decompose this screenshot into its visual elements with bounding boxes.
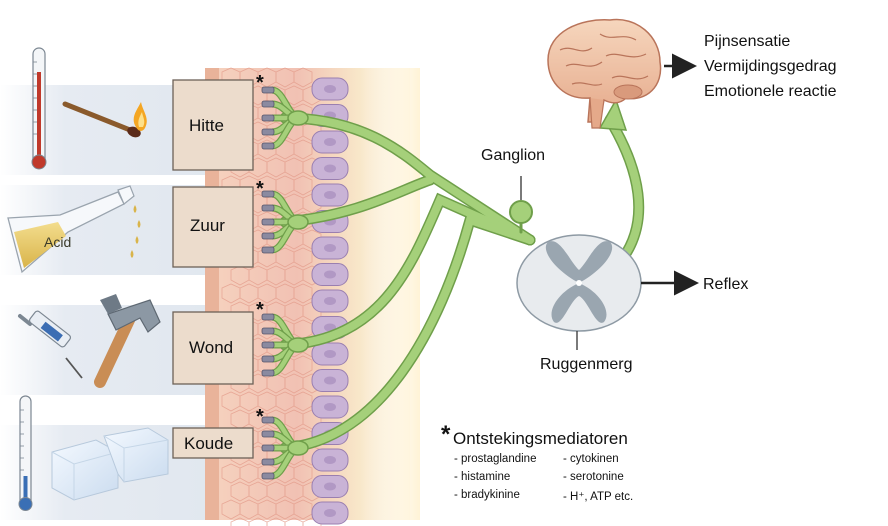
- brain-output-emotion: Emotionele reactie: [704, 83, 837, 100]
- nerve-ending: [261, 313, 309, 377]
- legend-title: Ontstekingsmediatoren: [453, 429, 628, 448]
- stimulus-label-wond: Wond: [189, 338, 234, 357]
- legend-item: - H⁺, ATP etc.: [563, 491, 634, 503]
- ice-cubes-icon: [51, 427, 169, 501]
- nerve-fibers: [279, 98, 645, 454]
- stim-box-koude: [172, 427, 254, 459]
- syringe-icon: [18, 310, 83, 379]
- mediator-star-hitte: *: [256, 72, 264, 94]
- thermometer-cold-icon: [18, 395, 33, 511]
- mediator-star-wond: *: [256, 299, 264, 321]
- stim-box-hitte: [172, 79, 254, 171]
- stimulus-label-hitte: Hitte: [189, 116, 224, 135]
- legend-item: - bradykinine: [454, 489, 520, 501]
- mediator-star-zuur: *: [256, 178, 264, 200]
- flask-label: Acid: [44, 234, 71, 250]
- thermometer-hot-icon: [31, 47, 47, 170]
- stimulus-label-zuur: Zuur: [190, 216, 225, 235]
- brain-output-pain: Pijnsensatie: [704, 33, 791, 50]
- reflex-label: Reflex: [703, 276, 749, 293]
- nerve-ending: [261, 86, 309, 150]
- stimulus-label-koude: Koude: [184, 434, 234, 453]
- ganglion-label: Ganglion: [481, 147, 546, 164]
- brain-output-avoidance: Vermijdingsgedrag: [704, 58, 837, 75]
- nerve-endings: [261, 86, 309, 480]
- ascending-arrowhead: [598, 98, 628, 131]
- spinal-cord-section: [516, 234, 642, 350]
- stim-box-zuur: [172, 186, 254, 268]
- legend-item: - histamine: [454, 471, 511, 483]
- ganglion-node: [509, 200, 533, 224]
- epidermal-cell-column: [311, 77, 349, 525]
- brain-icon: [547, 18, 662, 129]
- burning-match-icon: [62, 101, 147, 138]
- legend-star: *: [441, 421, 451, 448]
- legend-item: - serotonine: [563, 471, 624, 483]
- stimulus-boxes: [172, 79, 254, 459]
- legend-item: - prostaglandine: [454, 453, 537, 465]
- nerve-ending: [261, 416, 309, 480]
- hammer-icon: [94, 294, 161, 388]
- mediator-star-koude: *: [256, 406, 264, 428]
- acid-flask-icon: Acid: [7, 185, 141, 274]
- nerve-ending: [261, 190, 309, 254]
- spinal-cord-label: Ruggenmerg: [540, 356, 633, 373]
- stim-box-wond: [172, 311, 254, 385]
- legend-item: - cytokinen: [563, 453, 619, 465]
